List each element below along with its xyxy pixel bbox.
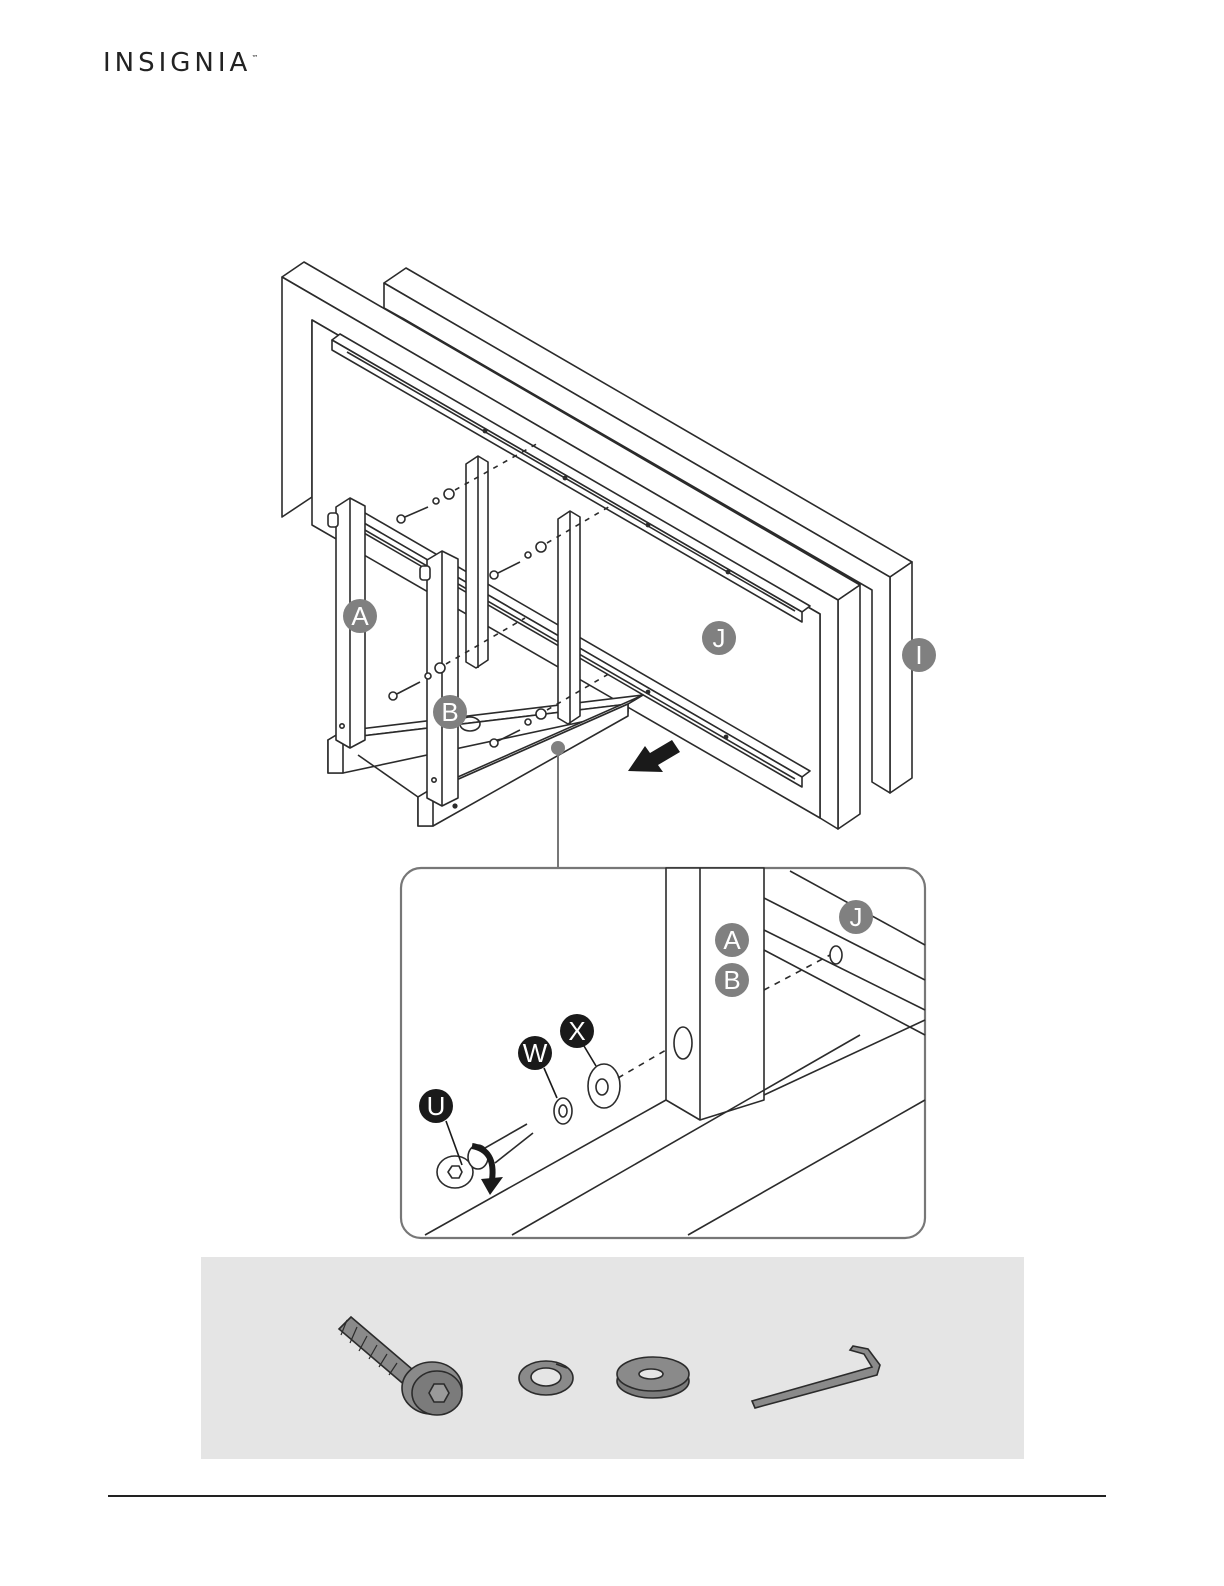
direction-arrow-icon — [628, 740, 680, 772]
detail-label-b-text: B — [723, 965, 740, 995]
hex-key-icon — [752, 1346, 880, 1408]
base-frame — [328, 695, 643, 826]
footer-rule — [108, 1495, 1106, 1497]
label-j: J — [702, 621, 736, 655]
label-a-text: A — [351, 601, 369, 631]
hardware-panel — [201, 1257, 1024, 1459]
label-a: A — [343, 599, 377, 633]
detail-label-a: A — [715, 923, 749, 957]
lock-washer-icon — [519, 1361, 573, 1395]
detail-label-j-text: J — [850, 902, 863, 932]
detail-label-b: B — [715, 963, 749, 997]
label-i: I — [902, 638, 936, 672]
label-b: B — [433, 695, 467, 729]
label-j-text: J — [713, 623, 726, 653]
label-x-text: X — [568, 1016, 585, 1046]
flat-washer-icon — [617, 1357, 689, 1398]
label-b-text: B — [441, 697, 458, 727]
label-u-text: U — [427, 1091, 446, 1121]
label-w-text: W — [523, 1038, 548, 1068]
detail-label-a-text: A — [723, 925, 741, 955]
detail-label-j: J — [839, 900, 873, 934]
label-i-text: I — [915, 640, 922, 670]
leg-b-rear — [466, 456, 488, 668]
bolt-icon — [339, 1317, 462, 1415]
